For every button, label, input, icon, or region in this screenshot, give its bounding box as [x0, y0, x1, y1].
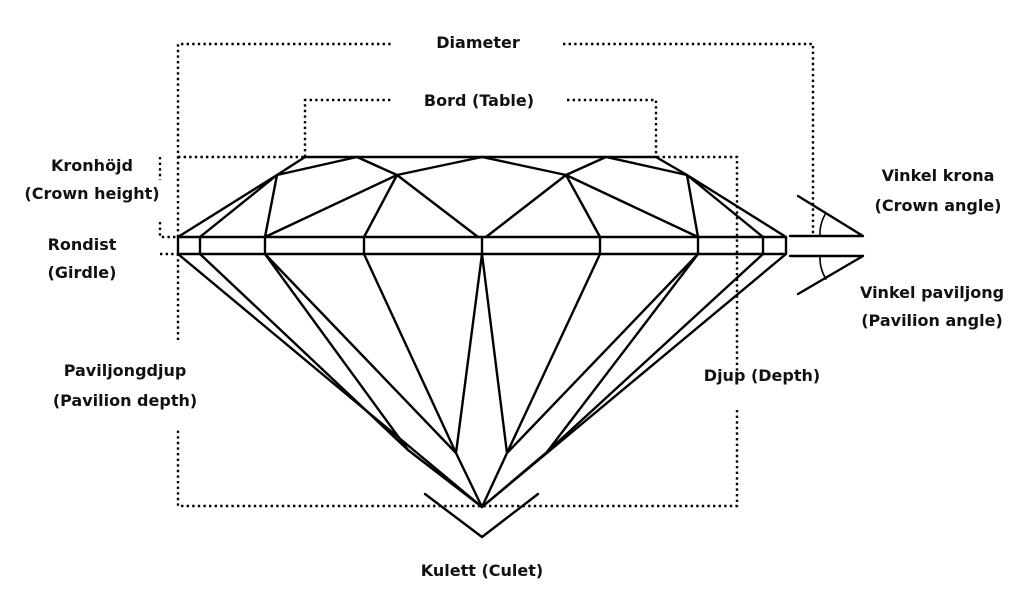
pavilion-angle-label-en: (Pavilion angle) — [861, 311, 1003, 330]
culet-label: Kulett (Culet) — [421, 561, 543, 580]
crown-height-guide — [158, 155, 305, 239]
diamond-crown — [176, 155, 788, 239]
crown-angle-label: Vinkel krona — [882, 166, 995, 185]
diameter-guide — [176, 42, 815, 237]
table-guide — [303, 98, 658, 157]
diamond-girdle — [176, 235, 788, 256]
pavilion-angle-label: Vinkel paviljong — [860, 283, 1004, 302]
girdle-label-en: (Girdle) — [48, 263, 117, 282]
crown-height-label-en: (Crown height) — [24, 184, 159, 203]
dimension-guides — [158, 42, 815, 508]
culet-marker — [423, 492, 540, 539]
girdle-label: Rondist — [48, 235, 117, 254]
crown-angle-label-en: (Crown angle) — [875, 196, 1002, 215]
diamond-pavilion — [176, 252, 788, 509]
diameter-label: Diameter — [436, 33, 520, 52]
table-label: Bord (Table) — [424, 91, 534, 110]
crown-height-label: Kronhöjd — [51, 156, 133, 175]
pavilion-angle-icon — [788, 254, 865, 296]
depth-label: Djup (Depth) — [704, 366, 820, 385]
pavilion-depth-label-en: (Pavilion depth) — [53, 391, 197, 410]
depth-guide — [176, 155, 739, 508]
crown-angle-icon — [788, 194, 865, 238]
pavilion-depth-label: Paviljongdjup — [64, 361, 187, 380]
